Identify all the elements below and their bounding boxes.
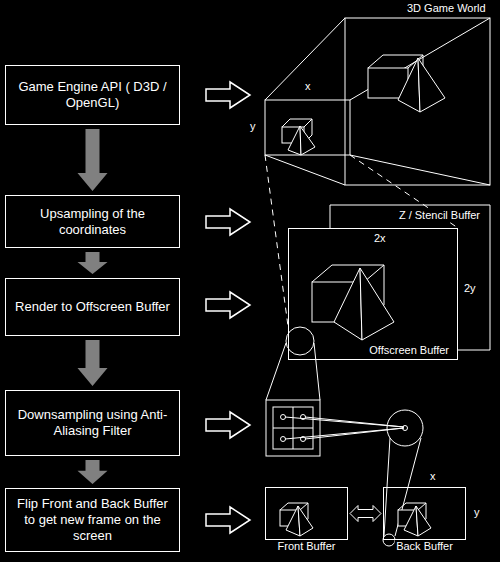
hollow-arrow xyxy=(206,209,250,235)
hollow-arrow xyxy=(206,292,250,318)
back-buffer: Back Buffer xyxy=(383,487,466,540)
world-front-face xyxy=(265,100,350,155)
hollow-arrow xyxy=(206,412,250,438)
node-title: Flip Front and Back Buffer to get new fr… xyxy=(12,496,173,544)
z-buffer-outline xyxy=(330,205,490,350)
node-title: Back Buffer xyxy=(394,540,455,553)
dimension-label: x xyxy=(303,80,313,93)
node-title: Render to Offscreen Buffer xyxy=(15,299,170,315)
node-title: Z / Stencil Buffer xyxy=(397,209,482,222)
node-title: Front Buffer xyxy=(276,540,338,553)
flow-arrow xyxy=(78,460,108,484)
flow-arrow xyxy=(78,340,108,386)
node-title: Upsampling of the coordinates xyxy=(12,206,173,238)
process-box: Game Engine API ( D3D / OpenGL) xyxy=(5,65,180,125)
dimension-label: 2x xyxy=(372,232,388,245)
node-title: Game Engine API ( D3D / OpenGL) xyxy=(12,79,173,111)
process-box: Flip Front and Back Buffer to get new fr… xyxy=(5,488,180,552)
z-buffer: Z / Stencil Buffer xyxy=(330,205,490,350)
node-title: Downsampling using Anti-Aliasing Filter xyxy=(12,407,173,439)
node-title: Offscreen Buffer xyxy=(367,344,451,357)
flow-arrow xyxy=(78,252,108,274)
flow-arrow xyxy=(78,129,108,191)
process-box: Render to Offscreen Buffer xyxy=(5,278,180,336)
dimension-label: y xyxy=(248,120,258,133)
flow-arrow xyxy=(350,506,381,522)
world-back-face xyxy=(345,18,490,185)
process-box: Downsampling using Anti-Aliasing Filter xyxy=(5,390,180,456)
pyramid xyxy=(398,58,445,112)
process-box: Upsampling of the coordinates xyxy=(5,195,180,248)
dimension-label: 2y xyxy=(462,282,478,295)
dimension-label: y xyxy=(472,506,482,519)
world-label: 3D Game World xyxy=(405,2,488,15)
front-buffer: Front Buffer xyxy=(265,487,348,540)
dimension-label: x xyxy=(428,470,438,483)
offscreen-buffer: Offscreen Buffer xyxy=(288,228,458,360)
hollow-arrow xyxy=(206,82,250,108)
hollow-arrow xyxy=(206,507,250,533)
